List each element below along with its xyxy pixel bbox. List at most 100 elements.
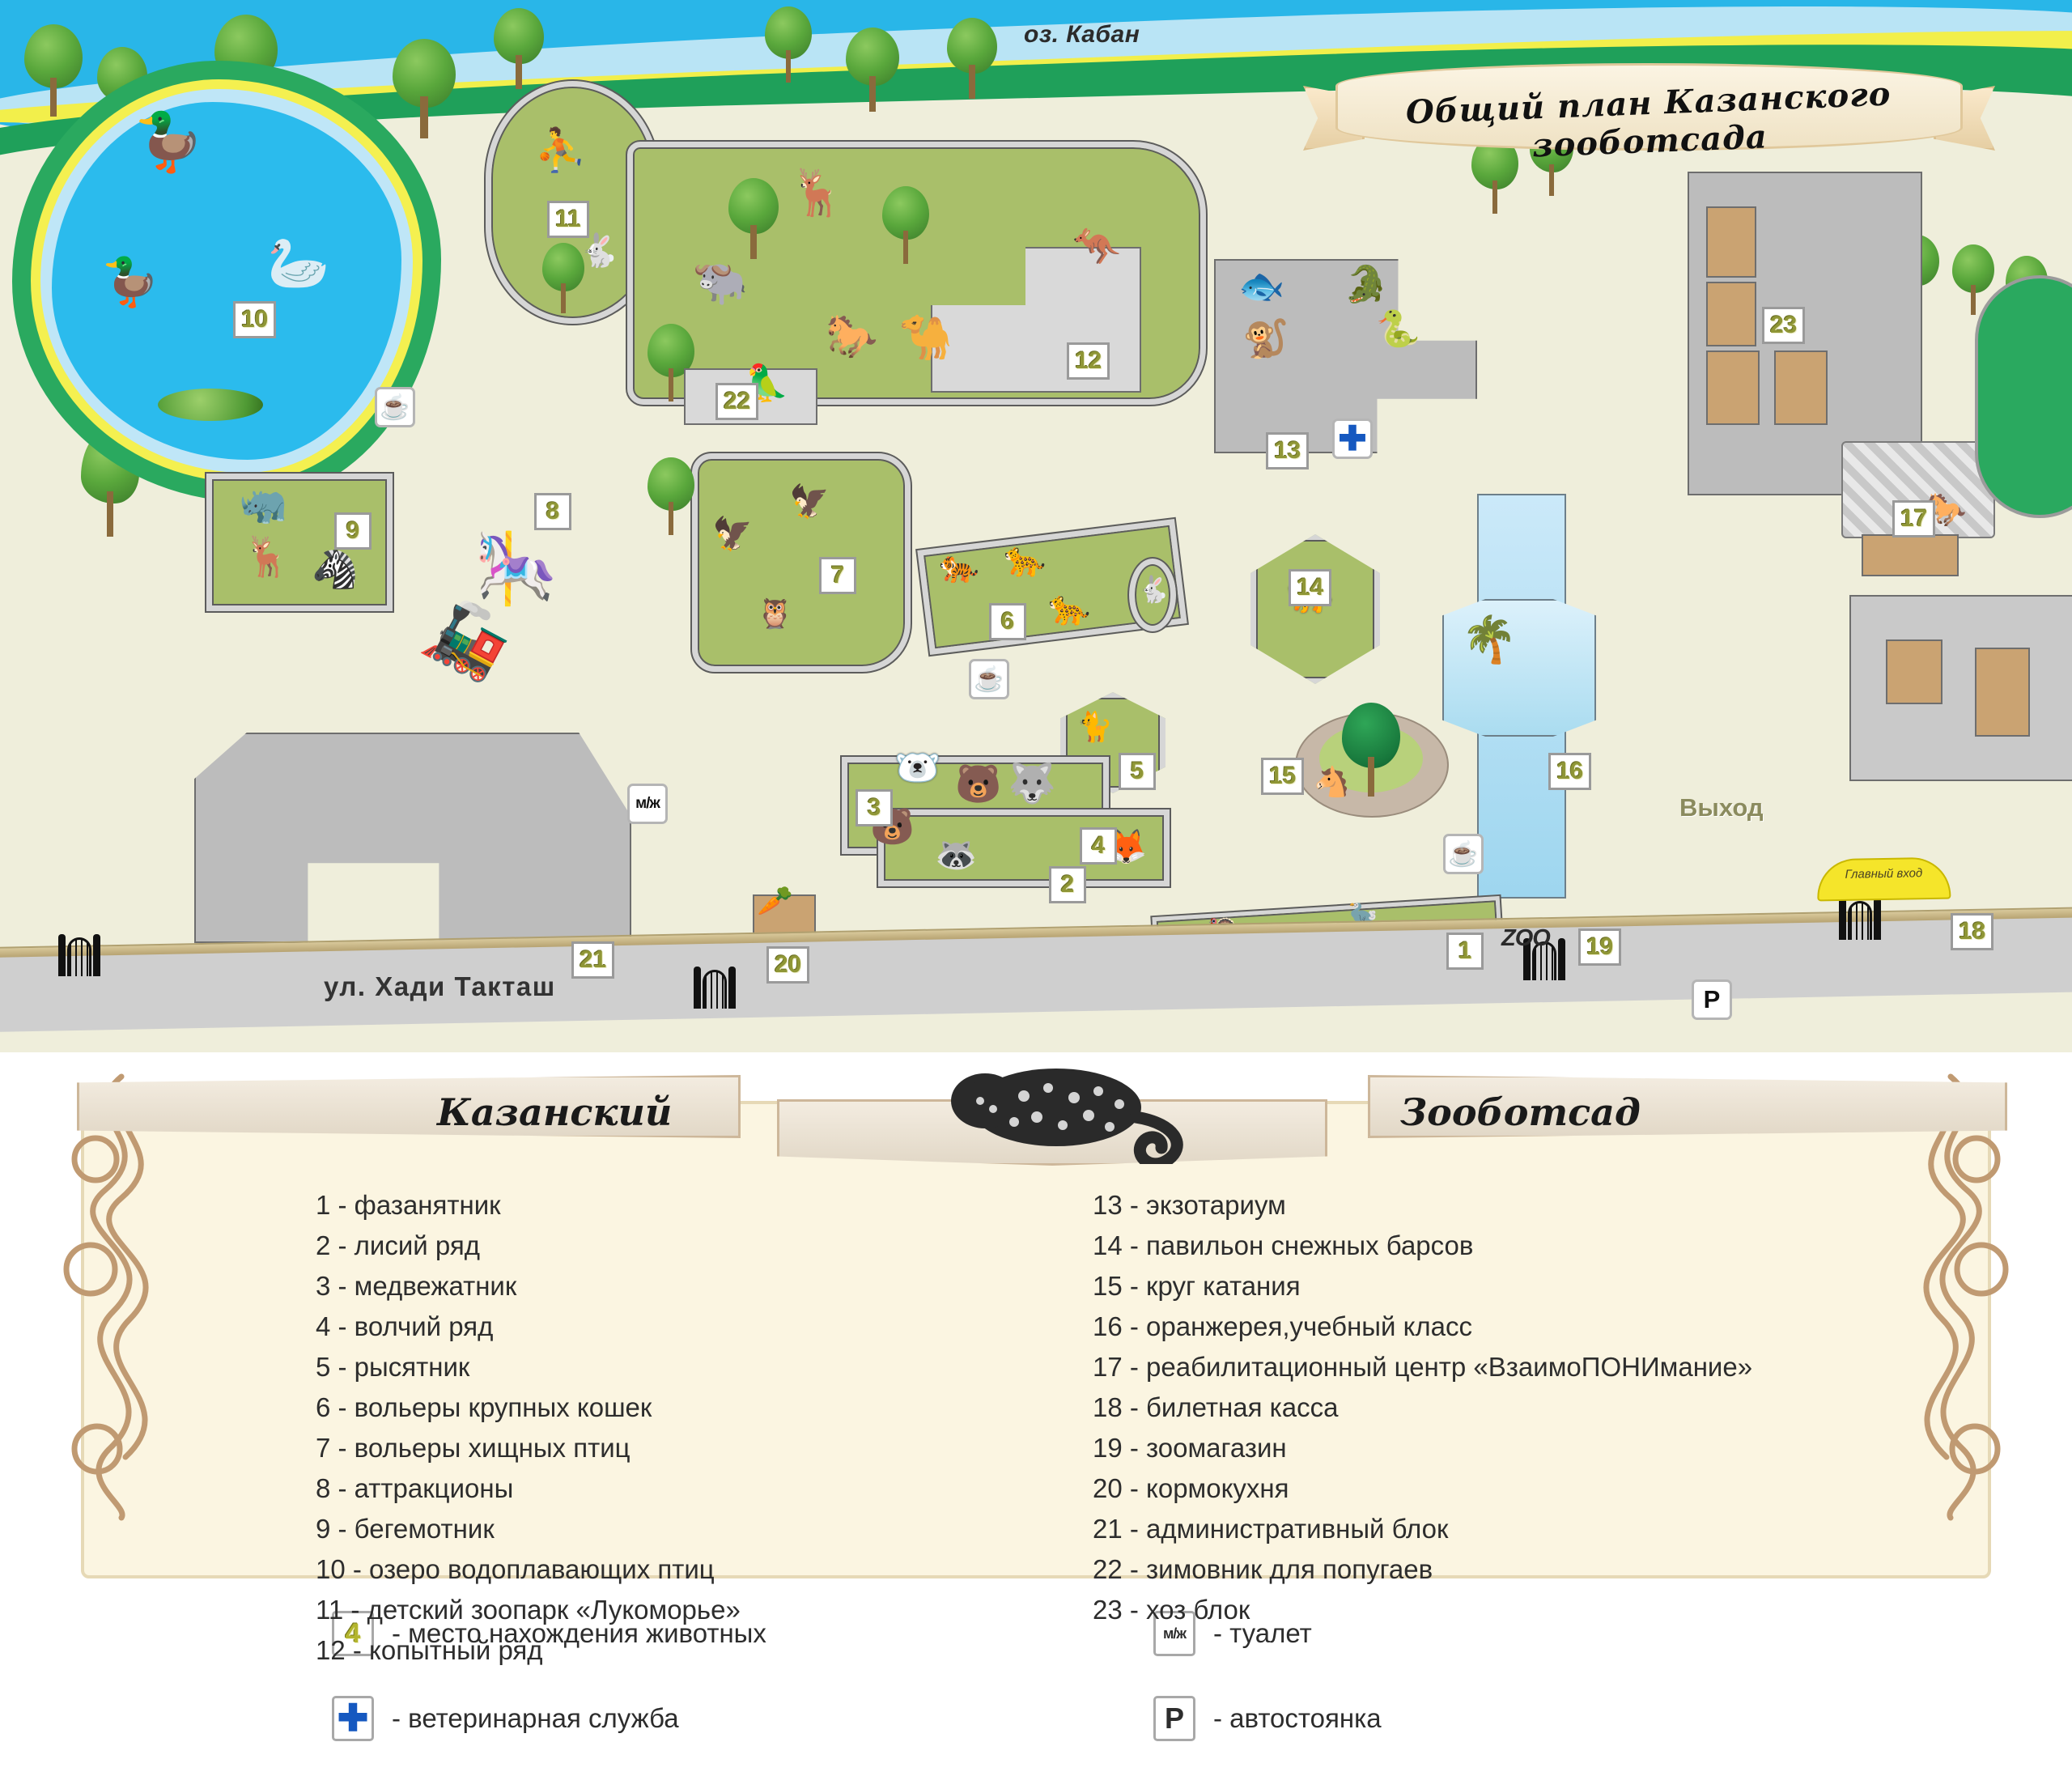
toilet-icon[interactable]: м/ж xyxy=(627,784,668,824)
legend-item-left-10: 11 - детский зоопарк «Лукоморье» xyxy=(316,1595,741,1625)
map-marker-1[interactable]: 1 xyxy=(1446,933,1484,970)
tree-icon xyxy=(494,8,544,89)
eagle-silhouette: 🦅 xyxy=(789,484,830,520)
map-marker-23[interactable]: 23 xyxy=(1762,307,1806,344)
deer-silhouette: 🦌 xyxy=(789,167,846,218)
tree-icon xyxy=(947,18,997,99)
enclosure-7-raptor-aviary xyxy=(690,452,912,673)
map-marker-6[interactable]: 6 xyxy=(989,603,1026,640)
map-marker-4[interactable]: 4 xyxy=(1080,827,1117,865)
legend-item-left-0: 1 - фазанятник xyxy=(316,1190,501,1220)
key-animals-location: 4 - место нахождения животных xyxy=(332,1611,766,1656)
legend-banner-row: Казанский Зооботсад xyxy=(0,1052,2072,1166)
legend-title-left: Казанский xyxy=(437,1090,673,1134)
map-marker-3[interactable]: 3 xyxy=(856,789,893,826)
building-right-lower xyxy=(1849,595,2072,781)
map-marker-19[interactable]: 19 xyxy=(1578,928,1622,966)
main-entrance-sign: Главный вход xyxy=(1816,856,1951,902)
ribbon-body xyxy=(1335,63,1963,151)
key-label: - туалет xyxy=(1213,1618,1312,1648)
map-marker-13[interactable]: 13 xyxy=(1266,432,1310,469)
building-right-room xyxy=(1886,639,1942,704)
pony-cart-silhouette: 🐴 xyxy=(1314,765,1350,798)
map-marker-10[interactable]: 10 xyxy=(233,301,277,338)
camel-silhouette: 🐪 xyxy=(898,313,953,362)
gate-icon xyxy=(57,931,102,976)
coffee-cup-icon[interactable]: ☕ xyxy=(1443,834,1484,874)
panther-silhouette: 🐆 xyxy=(1004,540,1047,578)
key-label: - место нахождения животных xyxy=(392,1618,766,1648)
tree-icon xyxy=(728,178,779,259)
map-marker-21[interactable]: 21 xyxy=(571,941,615,979)
map-marker-14[interactable]: 14 xyxy=(1289,569,1332,606)
swing-silhouette: ⛹ xyxy=(534,127,587,174)
key-parking: P - автостоянка xyxy=(1153,1696,1382,1741)
enclosure-2-4-fox-wolf-row xyxy=(877,808,1171,888)
building-23-room xyxy=(1706,282,1756,346)
carousel-icon: 🎠 xyxy=(473,530,558,606)
gate-icon xyxy=(1837,894,1883,940)
tree-icon xyxy=(24,24,83,117)
key-label: - ветеринарная служба xyxy=(392,1703,679,1733)
tree-icon xyxy=(648,457,694,535)
legend-panel: Казанский Зооботсад 1 - фазанятник 2 - ли… xyxy=(0,1052,2072,1776)
swan-silhouette: 🦢 xyxy=(267,236,330,291)
enclosure-9-hippo-house xyxy=(205,472,394,613)
vulture-silhouette: 🦅 xyxy=(712,516,753,552)
map-marker-11[interactable]: 11 xyxy=(547,201,589,238)
legend-columns: 1 - фазанятник 2 - лисий ряд 3 - медвежатн… xyxy=(0,1188,2072,1674)
vet-cross-icon[interactable]: ✚ xyxy=(1332,419,1373,459)
map-title-ribbon: Общий план Казанского зооботсада xyxy=(1303,63,1995,165)
building-23-room xyxy=(1774,351,1828,425)
monkey-silhouette: 🐒 xyxy=(1242,317,1289,359)
tiger-silhouette: 🐅 xyxy=(939,549,979,584)
map-marker-12[interactable]: 12 xyxy=(1067,342,1110,380)
polar-bear-silhouette: 🐻‍❄️ xyxy=(894,746,941,788)
legend-item-left-1: 2 - лисий ряд xyxy=(316,1230,481,1260)
map-marker-2[interactable]: 2 xyxy=(1049,866,1086,903)
bison-silhouette: 🐃 xyxy=(692,256,749,307)
map-marker-9[interactable]: 9 xyxy=(334,512,372,550)
exit-label: Выход xyxy=(1679,793,1764,822)
enclosure-rabbit-round xyxy=(1127,557,1178,633)
building-23-room xyxy=(1706,351,1760,425)
llama-silhouette: 🦌 xyxy=(243,536,291,579)
fish-silhouette: 🐟 xyxy=(1238,265,1285,307)
gate-icon xyxy=(1522,935,1567,980)
zoo-map-canvas: оз. Кабан 🦆 🦆 🦢 ⛹ 🐇 🦌 🐃 🐎 🐪 🦘 🦜 🐟 🐊 🐒 🐍 xyxy=(0,0,2072,1052)
key-label: - автостоянка xyxy=(1213,1703,1382,1733)
reed-bush xyxy=(158,389,263,421)
brown-bear-silhouette: 🐻 xyxy=(955,763,1002,805)
duck-silhouette: 🦆 xyxy=(101,256,160,308)
parking-icon[interactable]: P xyxy=(1692,979,1732,1020)
zebra-silhouette: 🦓 xyxy=(312,548,359,590)
coffee-cup-icon[interactable]: ☕ xyxy=(969,659,1009,699)
legend-item-left-9: 10 - озеро водоплавающих птиц xyxy=(316,1554,715,1584)
tree-icon xyxy=(393,39,456,138)
map-marker-15[interactable]: 15 xyxy=(1261,758,1305,795)
street-label: ул. Хади Такташ xyxy=(324,971,556,1001)
legend-item-left-8: 9 - бегемотник xyxy=(316,1514,495,1544)
map-marker-17[interactable]: 17 xyxy=(1892,500,1936,537)
map-marker-7[interactable]: 7 xyxy=(819,557,856,594)
coffee-cup-icon[interactable]: ☕ xyxy=(375,387,415,427)
map-marker-20[interactable]: 20 xyxy=(766,946,810,984)
map-marker-5[interactable]: 5 xyxy=(1119,753,1156,790)
map-marker-8[interactable]: 8 xyxy=(534,493,571,530)
snake-silhouette: 🐍 xyxy=(1376,309,1420,349)
building-23-room xyxy=(1706,206,1756,278)
vegetables-icon: 🥕 xyxy=(757,884,793,917)
legend-item-left-6: 7 - вольеры хищных птиц xyxy=(316,1433,631,1463)
tree-icon xyxy=(1952,244,1994,316)
raccoon-silhouette: 🦝 xyxy=(935,835,978,873)
rabbit-silhouette: 🐇 xyxy=(579,233,619,269)
map-marker-16[interactable]: 16 xyxy=(1548,753,1592,790)
key-vet-service: ✚ - ветеринарная служба xyxy=(332,1696,679,1741)
legend-item-left-2: 3 - медвежатник xyxy=(316,1271,517,1301)
map-marker-22[interactable]: 22 xyxy=(715,383,759,420)
pelican-silhouette: 🦆 xyxy=(134,110,205,173)
map-marker-18[interactable]: 18 xyxy=(1951,913,1994,950)
marker-sample-icon: 4 xyxy=(332,1611,374,1656)
palm-tree-silhouette: 🌴 xyxy=(1461,614,1518,665)
